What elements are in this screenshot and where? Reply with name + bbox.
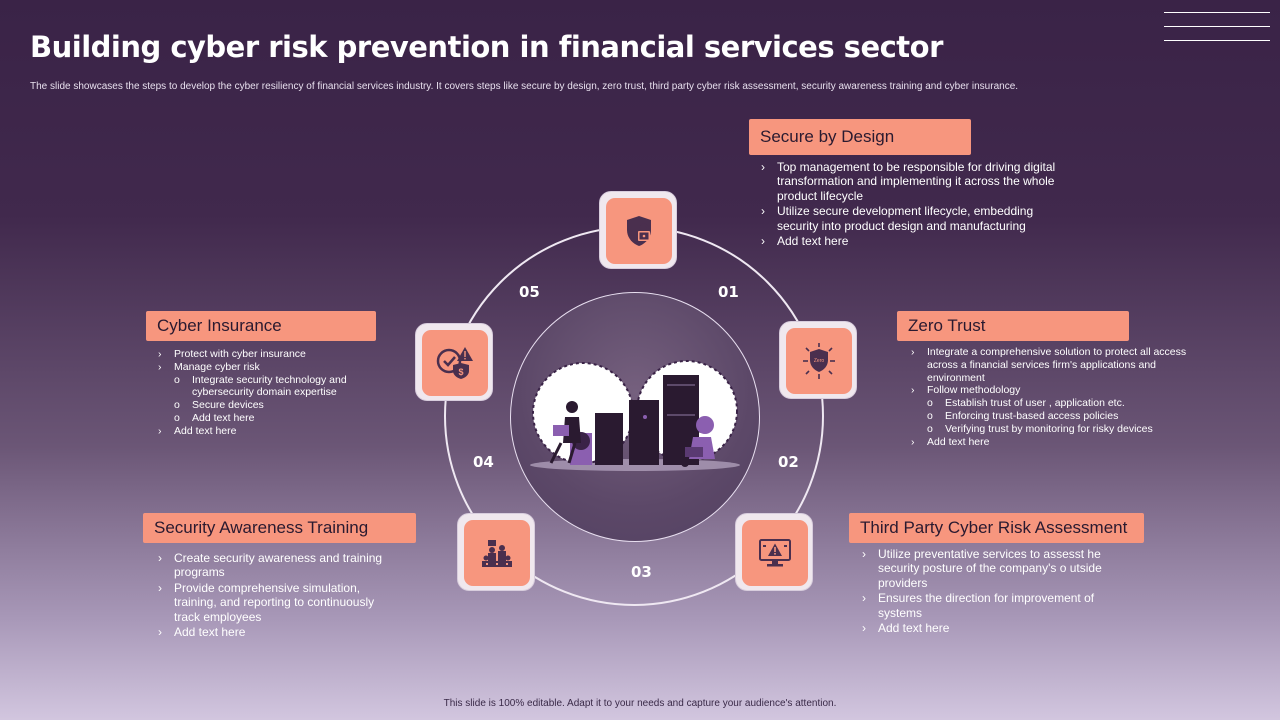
bullet-item: Manage cyber risk	[154, 361, 379, 374]
sub-bullet-item: Integrate security technology and cybers…	[154, 374, 379, 400]
slide-title: Building cyber risk prevention in financ…	[30, 30, 943, 64]
zero-trust-icon-text: Zero	[814, 358, 825, 364]
svg-text:$: $	[458, 367, 463, 377]
bullet-item: Add text here	[154, 625, 384, 640]
step-number-05: 05	[519, 283, 540, 301]
security-training-bullets: Create security awareness and training p…	[154, 551, 384, 640]
menu-lines-icon	[1164, 12, 1270, 42]
training-people-icon	[482, 540, 512, 567]
slide-subtitle: The slide showcases the steps to develop…	[30, 81, 1019, 92]
bullet-item: Add text here	[858, 621, 1103, 636]
step-number-03: 03	[631, 563, 652, 581]
bullet-item: Follow methodology	[907, 384, 1197, 397]
bullet-item: Integrate a comprehensive solution to pr…	[907, 346, 1197, 384]
sub-bullet-item: Enforcing trust-based access policies	[907, 410, 1197, 423]
shield-lock-icon	[627, 216, 651, 246]
security-training-label: Security Awareness Training	[143, 513, 416, 543]
bullet-item: Top management to be responsible for dri…	[757, 160, 1077, 203]
zero-trust-icon-box: Zero	[779, 321, 857, 399]
monitor-warning-icon	[759, 539, 791, 567]
sub-bullet-item: Add text here	[154, 412, 379, 425]
bullet-item: Add text here	[154, 425, 379, 438]
bullet-item: Add text here	[757, 234, 1077, 249]
secure-by-design-icon-box	[599, 191, 677, 269]
cyber-insurance-label: Cyber Insurance	[146, 311, 376, 341]
zero-trust-shield-icon: Zero	[803, 343, 835, 379]
zero-trust-bullets: Integrate a comprehensive solution to pr…	[907, 346, 1197, 448]
bullet-item: Add text here	[907, 436, 1197, 449]
third-party-risk-bullets: Utilize preventative services to assesst…	[858, 547, 1103, 636]
insurance-shield-icon: $	[436, 347, 473, 379]
sub-bullet-item: Establish trust of user , application et…	[907, 397, 1197, 410]
bullet-item: Create security awareness and training p…	[154, 551, 384, 580]
sub-bullet-item: Secure devices	[154, 399, 379, 412]
bullet-item: Ensures the direction for improvement of…	[858, 591, 1103, 620]
sub-bullet-item: Verifying trust by monitoring for risky …	[907, 423, 1197, 436]
slide-footer: This slide is 100% editable. Adapt it to…	[443, 698, 837, 709]
third-party-risk-label: Third Party Cyber Risk Assessment	[849, 513, 1144, 543]
bullet-item: Protect with cyber insurance	[154, 348, 379, 361]
security-training-icon-box	[457, 513, 535, 591]
bullet-item: Utilize secure development lifecycle, em…	[757, 204, 1077, 233]
zero-trust-label: Zero Trust	[897, 311, 1129, 341]
cyber-insurance-icon-box: $	[415, 323, 493, 401]
cyber-insurance-bullets: Protect with cyber insuranceManage cyber…	[154, 348, 379, 438]
step-number-01: 01	[718, 283, 739, 301]
third-party-risk-icon-box	[735, 513, 813, 591]
step-number-04: 04	[473, 453, 494, 471]
bullet-item: Provide comprehensive simulation, traini…	[154, 581, 384, 624]
cyber-security-illustration	[530, 360, 740, 471]
step-number-02: 02	[778, 453, 799, 471]
secure-by-design-bullets: Top management to be responsible for dri…	[757, 160, 1077, 249]
secure-by-design-label: Secure by Design	[749, 119, 971, 155]
bullet-item: Utilize preventative services to assesst…	[858, 547, 1103, 590]
